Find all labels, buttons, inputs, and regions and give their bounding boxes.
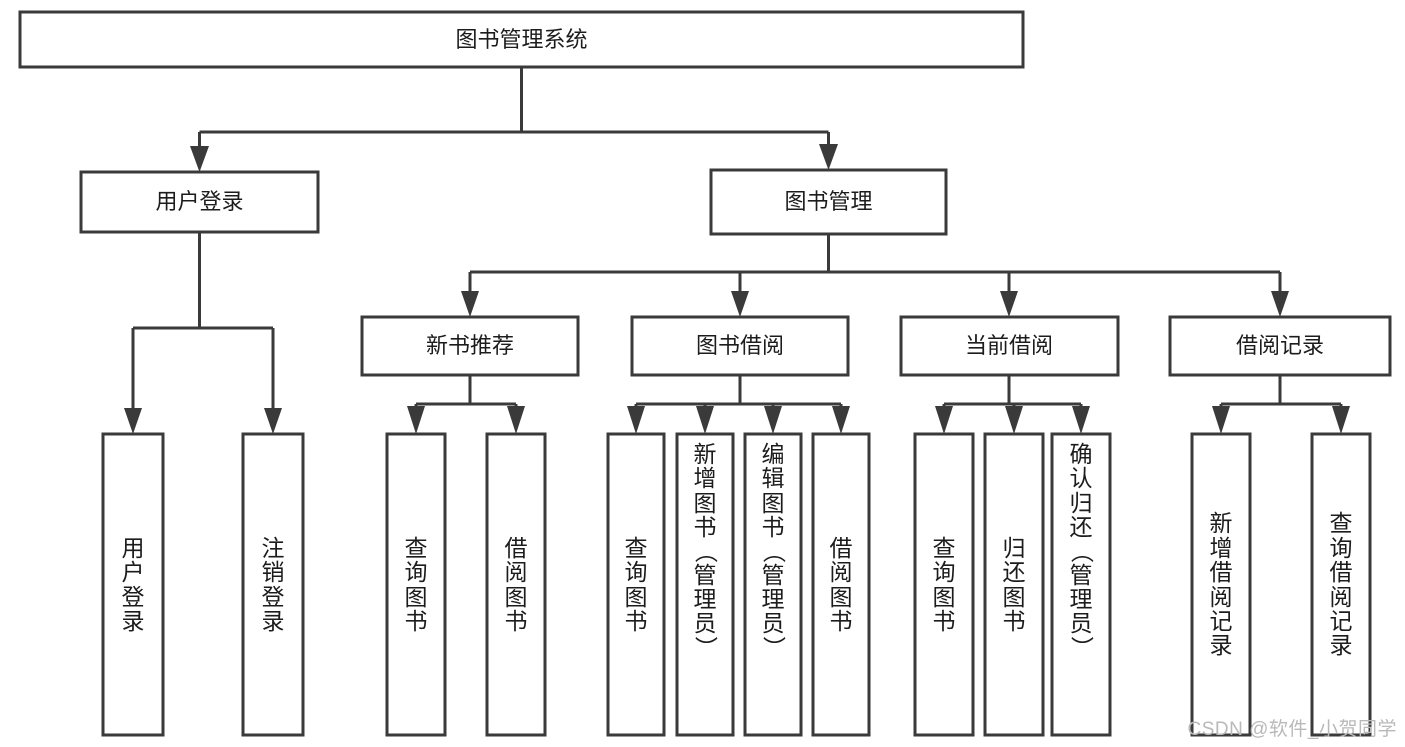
connector-group-book-borrow [627, 375, 850, 434]
node-label-user-login: 用户登录 [155, 189, 243, 214]
node-label-current-borrow: 当前借阅 [965, 333, 1053, 358]
node-box-book-management[interactable] [709, 168, 948, 236]
arrow-head-br-add-record [1212, 406, 1230, 434]
arrow-head-cb-query-book [935, 406, 953, 434]
node-box-leaf-nbr-query-book[interactable] [385, 432, 447, 737]
node-box-leaf-br-query-record[interactable] [1310, 432, 1372, 737]
node-box-current-borrow[interactable] [899, 315, 1120, 377]
node-box-leaf-nbr-borrow-book[interactable] [485, 432, 547, 737]
csdn-watermark: CSDN @软件_小贺同学 [1187, 719, 1397, 740]
node-box-new-book-recommend[interactable] [360, 315, 580, 377]
arrow-head-borrow-record [1271, 291, 1289, 317]
node-box-leaf-bb-edit-book[interactable] [743, 432, 803, 737]
node-box-borrow-record[interactable] [1168, 315, 1392, 377]
node-label-borrow-record: 借阅记录 [1236, 333, 1324, 358]
node-book-management[interactable]: 图书管理 [709, 168, 948, 236]
arrow-head-bb-borrow-book [832, 406, 850, 434]
node-box-leaf-bb-query-book[interactable] [606, 432, 666, 737]
connector-group-root [190, 67, 838, 172]
node-box-book-borrow[interactable] [630, 315, 850, 377]
node-box-user-login[interactable] [79, 170, 320, 234]
node-box-leaf-cb-query-book[interactable] [913, 432, 975, 737]
node-box-root[interactable] [18, 10, 1025, 69]
arrow-head-leaf-user-login [124, 408, 142, 434]
node-box-leaf-cb-return-book[interactable] [983, 432, 1045, 737]
connector-group-new-book-rec [407, 375, 525, 434]
arrow-head-book-borrow [731, 291, 749, 317]
connector-group-current-borrow [935, 375, 1090, 434]
node-box-leaf-bb-borrow-book[interactable] [811, 432, 871, 737]
connector-group-user-login [124, 232, 282, 434]
node-box-leaf-bb-add-book[interactable] [675, 432, 735, 737]
arrow-head-nbr-query-book [407, 406, 425, 434]
arrow-head-cb-return-book [1005, 406, 1023, 434]
node-borrow-record[interactable]: 借阅记录 [1168, 315, 1392, 377]
node-box-leaf-user-login[interactable] [101, 432, 165, 737]
node-root[interactable]: 图书管理系统 [18, 10, 1025, 69]
connector-group-borrow-record [1212, 375, 1350, 434]
arrow-head-user-login [190, 146, 209, 172]
node-book-borrow[interactable]: 图书借阅 [630, 315, 850, 377]
node-box-leaf-br-add-record[interactable] [1190, 432, 1252, 737]
node-label-book-borrow: 图书借阅 [696, 333, 784, 358]
node-current-borrow[interactable]: 当前借阅 [899, 315, 1120, 377]
arrow-head-br-query-record [1332, 406, 1350, 434]
node-user-login[interactable]: 用户登录 [79, 170, 320, 234]
node-box-leaf-logout[interactable] [241, 432, 305, 737]
arrow-head-cb-confirm-return [1072, 406, 1090, 434]
node-label-root: 图书管理系统 [455, 27, 587, 52]
arrow-head-nbr-borrow-book [507, 406, 525, 434]
node-label-new-book-recommend: 新书推荐 [426, 333, 514, 358]
arrow-head-bb-add-book [696, 406, 714, 434]
arrow-head-bb-edit-book [764, 406, 782, 434]
connector-group-book-mgmt [461, 234, 1289, 317]
node-new-book-recommend[interactable]: 新书推荐 [360, 315, 580, 377]
node-box-leaf-cb-confirm-return[interactable] [1050, 432, 1112, 737]
node-label-book-management: 图书管理 [784, 189, 872, 214]
arrow-head-leaf-logout [264, 408, 282, 434]
arrow-head-current-borrow [1000, 291, 1018, 317]
arrow-head-bb-query-book [627, 406, 645, 434]
arrow-head-book-mgmt [819, 144, 838, 170]
arrow-head-new-book-rec [461, 291, 479, 317]
